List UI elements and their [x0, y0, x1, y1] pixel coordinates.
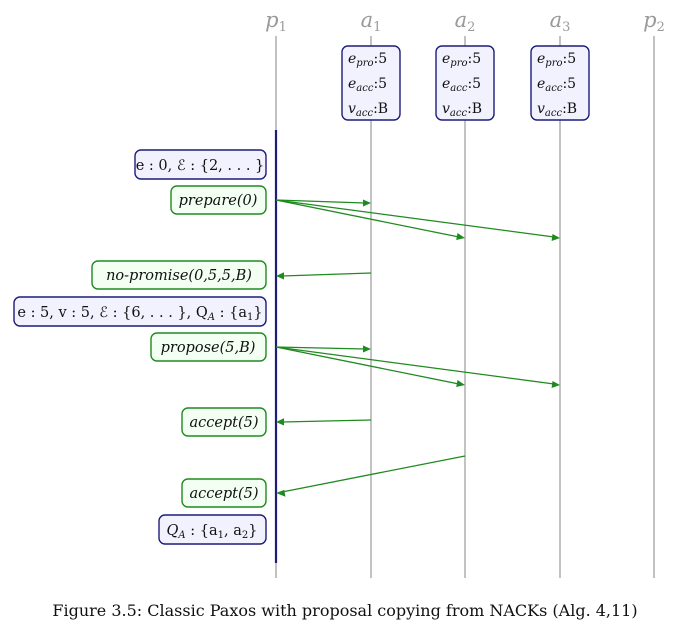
proposer-state-3: QA : {a1, a2}	[158, 514, 267, 545]
arrow-accept-a1	[276, 418, 372, 426]
lifeline-header-a1: a1	[361, 8, 382, 35]
svg-text:e : 0, ℰ : {2, . . . }: e : 0, ℰ : {2, . . . }	[136, 158, 265, 174]
svg-text:propose(5,B): propose(5,B)	[161, 340, 256, 356]
svg-text:eacc:5: eacc:5	[348, 76, 387, 94]
svg-text:eacc:5: eacc:5	[442, 76, 481, 94]
svg-text:accept(5): accept(5)	[189, 415, 258, 431]
svg-text:QA : {a1, a2}: QA : {a1, a2}	[167, 523, 258, 541]
lifeline-header-p2: p2	[643, 8, 665, 35]
message-no-promise: no-promise(0,5,5,B)	[91, 260, 267, 290]
lifeline-header-p1: p1	[265, 8, 287, 35]
arrow-prepare-a1	[275, 199, 371, 207]
arrow-accept-a2	[276, 455, 466, 497]
message-propose: propose(5,B)	[150, 332, 267, 362]
arrow-propose-a3	[275, 346, 560, 388]
message-prepare: prepare(0)	[170, 185, 267, 215]
svg-text:vacc:B: vacc:B	[442, 101, 482, 119]
arrow-prepare-a3	[275, 199, 560, 241]
proposer-state-1: e : 0, ℰ : {2, . . . }	[134, 149, 267, 180]
svg-text:accept(5): accept(5)	[189, 486, 258, 502]
acceptor-state-a2: epro:5 eacc:5 vacc:B	[435, 45, 495, 121]
acceptor-state-a1: epro:5 eacc:5 vacc:B	[341, 45, 401, 121]
figure-caption: Figure 3.5: Classic Paxos with proposal …	[52, 601, 637, 620]
arrow-propose-a1	[275, 345, 371, 353]
message-accept-2: accept(5)	[181, 478, 267, 508]
svg-text:epro:5: epro:5	[537, 51, 576, 69]
svg-text:vacc:B: vacc:B	[348, 101, 388, 119]
acceptor-state-a3: epro:5 eacc:5 vacc:B	[530, 45, 590, 121]
message-accept-1: accept(5)	[181, 407, 267, 437]
arrow-propose-a2	[275, 346, 465, 387]
svg-text:vacc:B: vacc:B	[537, 101, 577, 119]
lifeline-header-a3: a3	[550, 8, 571, 35]
proposer-state-2: e : 5, v : 5, ℰ : {6, . . . }, QA : {a1}	[13, 296, 267, 327]
svg-text:eacc:5: eacc:5	[537, 76, 576, 94]
svg-text:prepare(0): prepare(0)	[179, 193, 258, 209]
svg-text:epro:5: epro:5	[348, 51, 387, 69]
arrow-prepare-a2	[275, 199, 465, 240]
svg-text:epro:5: epro:5	[442, 51, 481, 69]
svg-text:no-promise(0,5,5,B): no-promise(0,5,5,B)	[106, 268, 252, 284]
svg-text:e : 5, v : 5, ℰ : {6, . . . },: e : 5, v : 5, ℰ : {6, . . . }, QA : {a1}	[17, 305, 262, 323]
lifeline-header-a2: a2	[455, 8, 476, 35]
arrow-no-promise	[276, 272, 372, 280]
